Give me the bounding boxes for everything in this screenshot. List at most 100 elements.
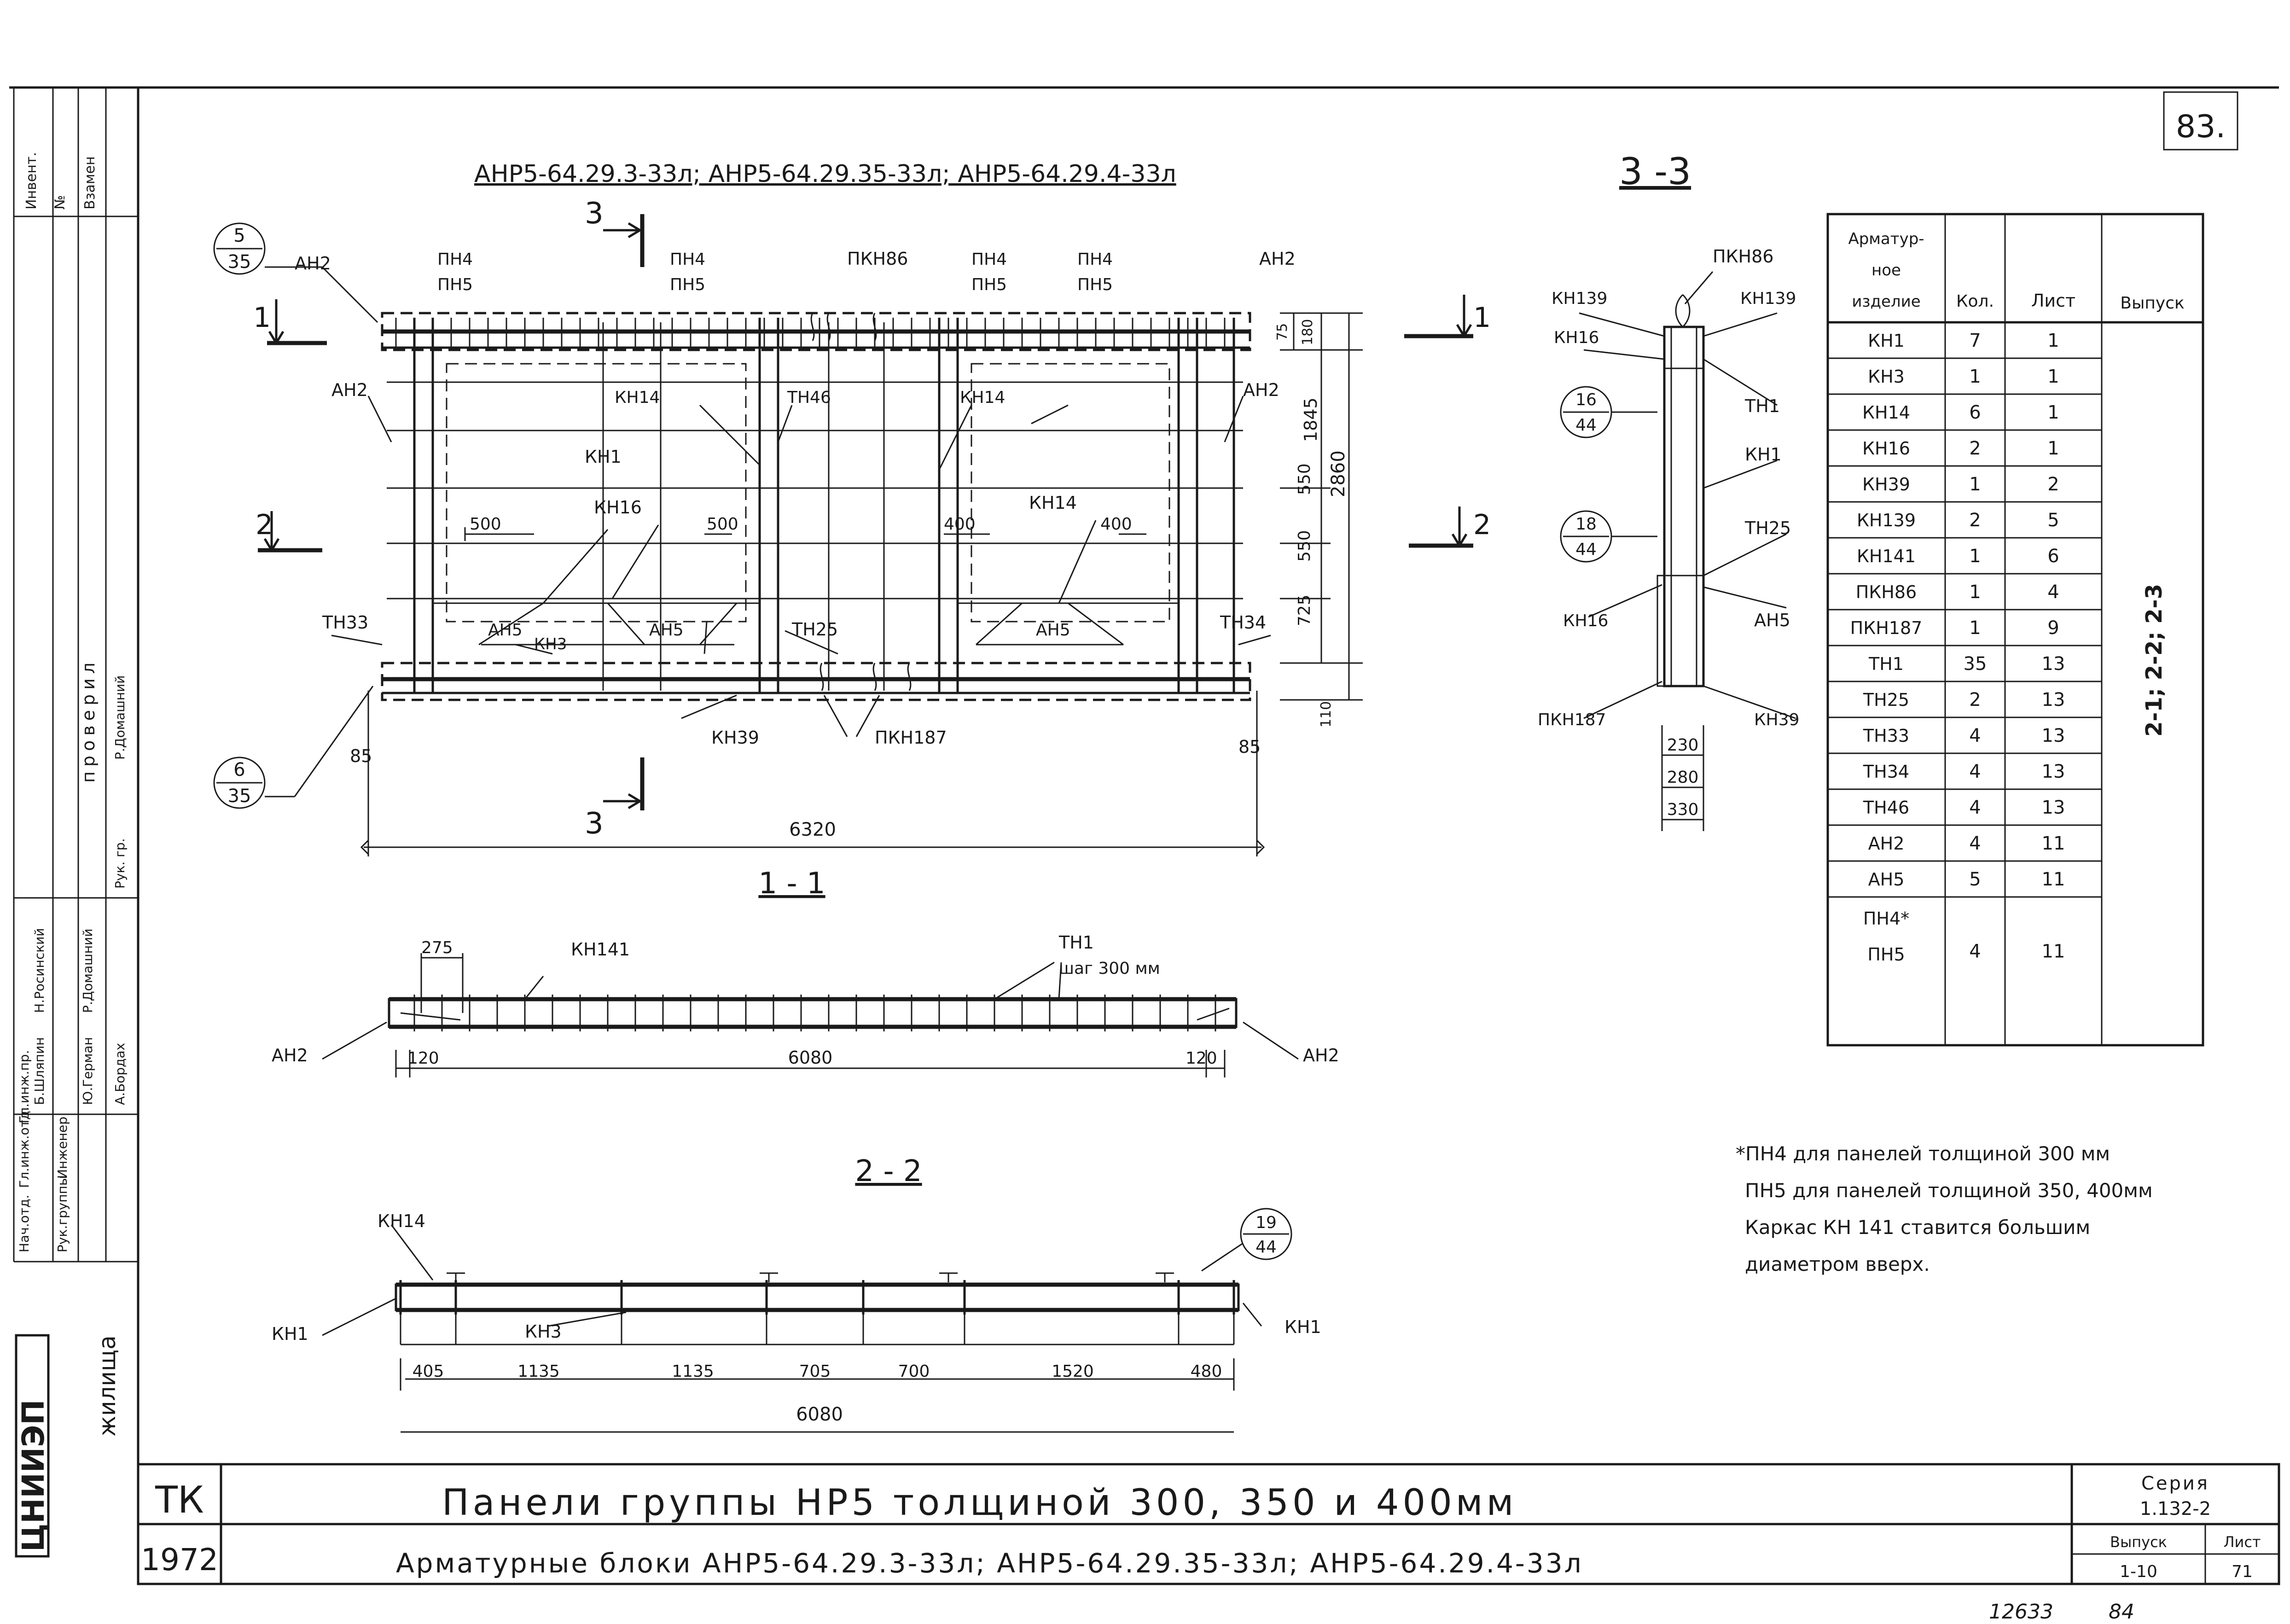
note-2: Каркас КН 141 ставится большим xyxy=(1745,1216,2090,1239)
spec-cell-15-0: АН5 xyxy=(1868,869,1905,890)
svg-text:ТН33: ТН33 xyxy=(322,612,368,633)
role-1: Гл.инж.отд. xyxy=(17,1107,32,1188)
svg-text:КН1: КН1 xyxy=(272,1324,308,1344)
svg-text:2: 2 xyxy=(256,509,273,541)
inv-label: Инвент. xyxy=(23,152,40,210)
spec-cell-12-1: 4 xyxy=(1969,761,1981,782)
svg-text:1845: 1845 xyxy=(1301,397,1321,442)
tb-year: 1972 xyxy=(141,1542,218,1577)
svg-text:705: 705 xyxy=(799,1362,831,1381)
svg-text:280: 280 xyxy=(1667,768,1699,787)
section-22-labels: КН14 КН1 КН3 КН1 19 44 405 1135 1135 705… xyxy=(272,1211,1321,1433)
c2-bottom: 35 xyxy=(228,786,251,807)
roles-column: Нач.отд. Гл.инж.отд. Гл.инж.пр. Рук.груп… xyxy=(17,658,128,1252)
spec-cell-9-0: ТН1 xyxy=(1868,654,1904,674)
footer-number-0: 12633 xyxy=(1989,1600,2053,1624)
svg-text:2860: 2860 xyxy=(1328,450,1349,497)
institute-logo: ЦНИИЭП жилища xyxy=(15,1334,121,1558)
title-block xyxy=(137,1463,2280,1585)
check-role: Рук. гр. xyxy=(112,838,128,889)
spec-cell-11-1: 4 xyxy=(1969,725,1981,746)
svg-text:КН16: КН16 xyxy=(594,497,642,518)
spec-cell-8-0: ПКН187 xyxy=(1850,618,1923,638)
spec-header-0b: ное xyxy=(1872,261,1901,279)
svg-text:75: 75 xyxy=(1274,323,1290,341)
spec-cell-13-2: 13 xyxy=(2042,797,2065,818)
tb-line1: Панели группы НР5 толщиной 300, 350 и 40… xyxy=(442,1482,1517,1524)
note-3: диаметром вверх. xyxy=(1745,1253,1930,1275)
svg-text:6080: 6080 xyxy=(796,1404,843,1425)
svg-text:ПН4: ПН4 xyxy=(670,250,705,269)
svg-text:85: 85 xyxy=(1238,737,1261,757)
svg-text:КН14: КН14 xyxy=(615,388,660,407)
tb-line2: Арматурные блоки АНР5-64.29.3-33л; АНР5-… xyxy=(396,1548,1583,1579)
svg-text:480: 480 xyxy=(1191,1362,1222,1381)
window-right xyxy=(971,363,1170,623)
spec-header-3: Выпуск xyxy=(2120,294,2185,313)
svg-text:ПН4: ПН4 xyxy=(971,250,1007,269)
svg-text:ТН25: ТН25 xyxy=(791,619,838,640)
svg-text:АН5: АН5 xyxy=(1036,621,1070,640)
spec-header-2: Лист xyxy=(2031,291,2075,311)
svg-text:ПН5: ПН5 xyxy=(1077,275,1113,294)
section-mark-1-left: 1 xyxy=(253,299,327,345)
spec-header-0c: изделие xyxy=(1852,292,1920,311)
circle-marker-5-35: 5 35 xyxy=(213,222,322,275)
svg-text:550: 550 xyxy=(1295,530,1314,562)
name-1: Н.Росинский xyxy=(32,928,47,1013)
spec-cell-16-1: 4 xyxy=(1969,941,1981,962)
svg-text:405: 405 xyxy=(413,1362,444,1381)
svg-text:КН16: КН16 xyxy=(1554,328,1599,347)
svg-text:700: 700 xyxy=(898,1362,930,1381)
svg-text:1520: 1520 xyxy=(1052,1362,1094,1381)
spec-cell-4-2: 2 xyxy=(2047,474,2059,495)
spec-headers: Арматур- ное изделие Кол. Лист Выпуск xyxy=(1848,230,2184,313)
svg-text:КН141: КН141 xyxy=(571,939,630,960)
svg-text:44: 44 xyxy=(1575,416,1597,435)
svg-text:КН1: КН1 xyxy=(585,447,622,467)
svg-text:550: 550 xyxy=(1295,463,1314,495)
spec-cell-4-0: КН39 xyxy=(1862,474,1910,495)
svg-text:ПН4: ПН4 xyxy=(1077,250,1113,269)
svg-text:ПКН86: ПКН86 xyxy=(847,249,908,269)
svg-text:КН14: КН14 xyxy=(960,388,1005,407)
spec-cell-1-1: 1 xyxy=(1969,366,1981,387)
svg-text:1135: 1135 xyxy=(517,1362,560,1381)
svg-text:ТН25: ТН25 xyxy=(1744,518,1791,538)
spec-cell-11-0: ТН33 xyxy=(1863,726,1909,746)
svg-text:ТН1: ТН1 xyxy=(1058,932,1094,953)
spec-header-0a: Арматур- xyxy=(1848,230,1924,248)
svg-text:ТН34: ТН34 xyxy=(1220,612,1266,633)
spec-cell-8-1: 1 xyxy=(1969,617,1981,639)
section-11-drawing xyxy=(322,953,1299,1077)
section-mark-2-right: 2 xyxy=(1409,506,1491,548)
svg-text:КН39: КН39 xyxy=(1754,710,1799,729)
section-33-labels: ПКН86 КН139 КН139 КН16 ТН1 КН1 ТН25 КН16… xyxy=(1538,246,1799,819)
svg-text:ПН5: ПН5 xyxy=(670,275,705,294)
svg-text:18: 18 xyxy=(1575,515,1597,534)
spec-cell-10-1: 2 xyxy=(1969,689,1981,710)
section-33-title: 3 -3 xyxy=(1619,150,1691,193)
inv-box-rot: Инвент. xyxy=(23,152,40,210)
spec-cell-7-0: ПКН86 xyxy=(1856,582,1917,602)
svg-text:500: 500 xyxy=(707,515,738,534)
tb-list-label: Лист xyxy=(2223,1533,2261,1551)
tb-tk: ТК xyxy=(155,1478,204,1521)
spec-cell-5-1: 2 xyxy=(1969,510,1981,531)
role-0: Нач.отд. xyxy=(17,1195,32,1252)
spec-cell-4-1: 1 xyxy=(1969,474,1981,495)
role-3: Рук.группы xyxy=(55,1176,70,1252)
spec-cell-3-1: 2 xyxy=(1969,438,1981,459)
spec-cell-6-2: 6 xyxy=(2047,546,2059,567)
spec-header-1: Кол. xyxy=(1956,292,1994,311)
section-22-drawing xyxy=(322,1208,1292,1391)
svg-text:330: 330 xyxy=(1667,800,1699,819)
svg-text:500: 500 xyxy=(470,515,501,534)
svg-text:ПКН86: ПКН86 xyxy=(1713,246,1773,267)
bottom-beam xyxy=(381,662,1251,701)
spec-cell-6-0: КН141 xyxy=(1857,546,1916,566)
svg-text:КН3: КН3 xyxy=(534,635,567,653)
tb-vypusk-label: Выпуск xyxy=(2110,1533,2167,1551)
svg-text:КН16: КН16 xyxy=(1563,611,1608,630)
